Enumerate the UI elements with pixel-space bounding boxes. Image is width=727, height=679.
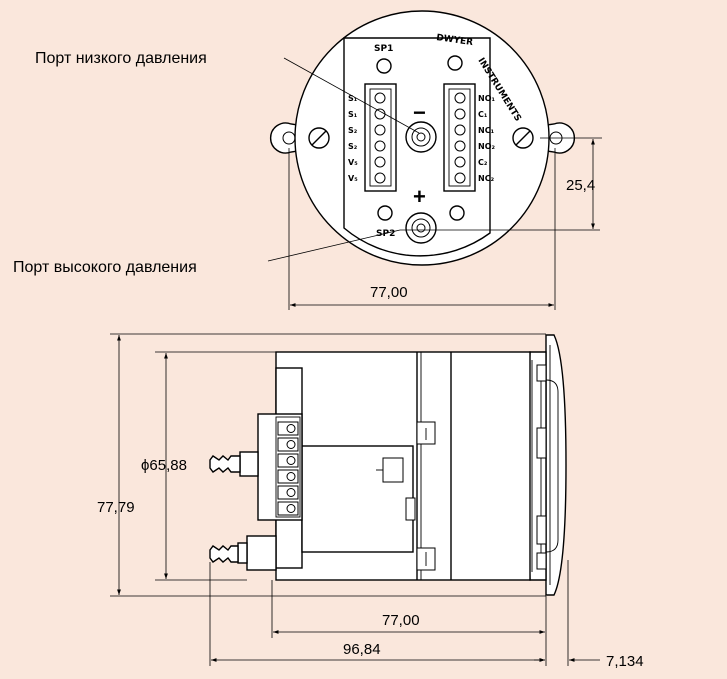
body-diameter-dim: ϕ65,88 xyxy=(141,457,187,474)
low-port-leader xyxy=(283,57,420,134)
bezel-tab-low xyxy=(536,515,547,545)
bezel-tab-mid xyxy=(536,427,547,459)
terminal-screws-side xyxy=(277,421,299,516)
terminal-plate xyxy=(343,37,491,257)
low-port-callout: Порт низкого давления xyxy=(35,50,207,67)
sp1-label: SP1 xyxy=(374,44,393,54)
top-right-screw xyxy=(447,55,463,71)
board-clip xyxy=(405,497,416,521)
high-port-callout: Порт высокого давления xyxy=(13,259,197,276)
front-width-dim: 77,00 xyxy=(370,284,408,301)
screw-left xyxy=(308,127,330,149)
screw-right xyxy=(512,127,534,149)
flange-height-dim: 77,79 xyxy=(97,499,135,516)
high-port-leader xyxy=(267,229,401,262)
terminal-label-right-5: C₂ xyxy=(478,158,488,167)
terminal-block-side-inner xyxy=(275,416,301,518)
terminal-label-left-2: S₁ xyxy=(348,110,358,119)
side-body-length-dim: 77,00 xyxy=(382,612,420,629)
low-pressure-fitting xyxy=(209,451,259,477)
bezel xyxy=(527,351,547,581)
sp1-adjust-screw xyxy=(376,58,392,74)
high-port-sign: + xyxy=(413,184,426,209)
mount-spacing-dim: 25,4 xyxy=(566,177,595,194)
terminal-label-right-6: NC₂ xyxy=(478,174,495,183)
terminal-label-left-1: S₁ xyxy=(348,94,358,103)
low-port-sign: − xyxy=(413,100,426,125)
board-component xyxy=(382,457,404,483)
high-pressure-fitting xyxy=(209,535,277,571)
sp2-label: SP2 xyxy=(376,229,395,239)
bezel-tab-top xyxy=(536,364,547,382)
terminal-label-right-2: C₁ xyxy=(478,110,488,119)
front-flange xyxy=(545,334,567,596)
overall-length-dim: 96,84 xyxy=(343,641,381,658)
side-view xyxy=(209,334,567,596)
terminal-label-right-1: NO₁ xyxy=(478,94,495,103)
front-view: SP1 SP2 DWYER INSTRUMENTS S₁ xyxy=(269,10,576,266)
terminal-label-left-3: S₂ xyxy=(348,126,358,135)
terminal-block-left xyxy=(364,83,397,192)
terminal-block-right xyxy=(443,83,476,192)
sp2-adjust-screw xyxy=(377,205,393,221)
terminal-label-left-4: S₂ xyxy=(348,142,358,151)
low-pressure-port xyxy=(405,121,437,153)
terminal-label-left-6: V₅ xyxy=(348,174,358,183)
flange-thickness-dim: 7,134 xyxy=(606,653,644,670)
bottom-right-screw xyxy=(449,205,465,221)
bezel-tab-bottom xyxy=(536,552,547,570)
terminal-label-right-4: NO₂ xyxy=(478,142,495,151)
terminal-label-left-5: V₅ xyxy=(348,158,358,167)
high-pressure-port xyxy=(405,212,437,244)
terminal-label-right-3: NC₁ xyxy=(478,126,495,135)
mounting-hole-left xyxy=(282,131,296,145)
bezel-lip xyxy=(545,379,559,553)
